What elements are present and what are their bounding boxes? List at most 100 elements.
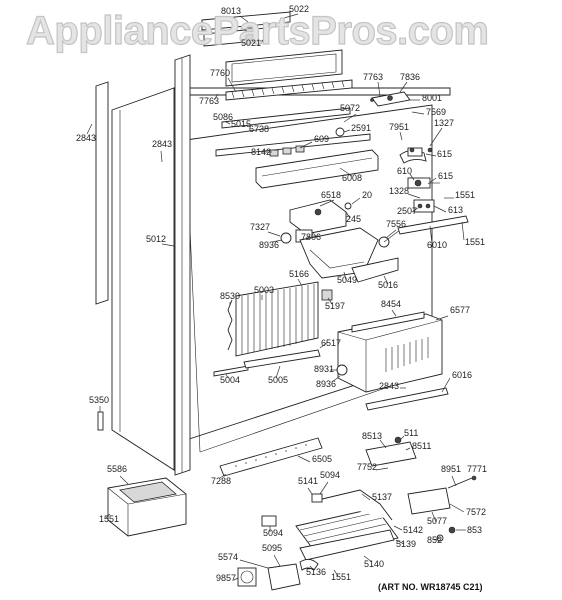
relay-assembly bbox=[407, 177, 440, 189]
kick-plate-dots bbox=[235, 444, 307, 467]
light-strip-hatch bbox=[231, 80, 345, 99]
callout-label: 5022 bbox=[289, 4, 309, 14]
drain-tube bbox=[397, 215, 469, 235]
upper-rail-2 bbox=[215, 133, 371, 157]
light-strip bbox=[225, 79, 353, 101]
callout-label: 5086 bbox=[213, 112, 233, 122]
callout-label: 6517 bbox=[321, 338, 341, 348]
callout-label: 2843 bbox=[152, 139, 172, 149]
lower-trim-2 bbox=[243, 349, 321, 369]
small-bracket bbox=[261, 515, 277, 527]
callout-label: 5139 bbox=[396, 539, 416, 549]
callout-label: 1328 bbox=[389, 186, 409, 196]
callout-label: 5016 bbox=[378, 280, 398, 290]
leader-lines bbox=[86, 13, 466, 581]
callout-label: 2507 bbox=[397, 206, 417, 216]
callout-label: 5021 bbox=[241, 38, 261, 48]
callout-label: 853 bbox=[467, 525, 482, 535]
callout-label: 5142 bbox=[403, 525, 423, 535]
callout-label: 8951 bbox=[441, 464, 461, 474]
cover-seal bbox=[351, 311, 425, 333]
timer-assembly bbox=[399, 147, 433, 164]
left-rail bbox=[95, 81, 109, 305]
callout-label: 511 bbox=[404, 428, 418, 438]
defrost-heater bbox=[227, 299, 233, 351]
callout-label: 5015 bbox=[231, 119, 251, 129]
callout-label: 5136 bbox=[306, 567, 326, 577]
callout-label: 8931 bbox=[314, 364, 334, 374]
callout-label: 8001 bbox=[422, 93, 442, 103]
callout-label: 610 bbox=[397, 166, 412, 176]
motor-bracket bbox=[407, 487, 451, 515]
condenser-fan-shroud bbox=[267, 563, 301, 591]
upper-rail bbox=[221, 107, 351, 129]
callout-label: 1551 bbox=[99, 514, 119, 524]
callout-label: 5574 bbox=[218, 552, 238, 562]
callout-label: 7771 bbox=[467, 464, 487, 474]
callout-label: 5140 bbox=[364, 559, 384, 569]
callout-label: 5137 bbox=[372, 492, 392, 502]
callout-label: 6505 bbox=[312, 454, 332, 464]
callout-label: 7288 bbox=[211, 476, 231, 486]
callout-label: 5141 bbox=[298, 476, 318, 486]
callout-label: 5005 bbox=[268, 375, 288, 385]
control-knobs bbox=[269, 145, 305, 157]
callout-label: 5166 bbox=[289, 269, 309, 279]
callout-label: 1327 bbox=[434, 118, 454, 128]
lower-trim-1 bbox=[213, 365, 249, 377]
callout-label: 8530 bbox=[220, 291, 240, 301]
watermark-text: AppliancePartsPros.com bbox=[26, 9, 489, 53]
callout-label: 7556 bbox=[386, 219, 406, 229]
callout-label: 2843 bbox=[76, 133, 96, 143]
callout-label: 8936 bbox=[259, 240, 279, 250]
condenser-tray bbox=[299, 529, 395, 561]
callout-label: 245 bbox=[346, 214, 361, 224]
cover-vents bbox=[385, 337, 429, 372]
callout-label: 2843 bbox=[379, 381, 399, 391]
thermostat-knob bbox=[335, 127, 345, 137]
callout-label: 5586 bbox=[107, 464, 127, 474]
condenser-fan-motor bbox=[237, 567, 257, 587]
callout-label: 20 bbox=[362, 190, 372, 200]
front-trim-strip bbox=[174, 54, 191, 476]
drain-trough bbox=[351, 257, 399, 283]
evaporator-fins bbox=[241, 284, 315, 354]
machine-cover bbox=[337, 313, 443, 393]
callout-label: 6016 bbox=[452, 370, 472, 380]
top-bracket bbox=[245, 27, 255, 43]
callout-label: 8142 bbox=[251, 147, 271, 157]
callout-label: 5072 bbox=[340, 103, 360, 113]
callout-label: 7763 bbox=[363, 72, 383, 82]
callout-label: 7572 bbox=[466, 507, 486, 517]
callout-label: 1551 bbox=[465, 237, 485, 247]
callout-label: 7760 bbox=[210, 68, 230, 78]
callout-label: 1551 bbox=[455, 190, 475, 200]
callout-label: 7806 bbox=[301, 232, 321, 242]
base-rail bbox=[365, 387, 449, 411]
callout-label: 5095 bbox=[262, 543, 282, 553]
callout-label: 5003 bbox=[254, 285, 274, 295]
callout-label: 7569 bbox=[426, 107, 446, 117]
condenser-tubing bbox=[317, 489, 393, 521]
callout-label: 5004 bbox=[220, 375, 240, 385]
callout-label: 5077 bbox=[427, 516, 447, 526]
fan-bracket bbox=[289, 199, 347, 235]
harness bbox=[447, 477, 473, 489]
callout-label: 5094 bbox=[320, 470, 340, 480]
leveling-screw bbox=[97, 411, 104, 431]
callout-label: 6577 bbox=[450, 305, 470, 315]
evaporator-coil bbox=[235, 281, 319, 357]
callout-label: 852 bbox=[427, 535, 442, 545]
compressor-top bbox=[119, 481, 177, 503]
evap-sensor bbox=[321, 289, 333, 301]
callout-label: 6008 bbox=[342, 173, 362, 183]
callout-label: 2591 bbox=[351, 123, 371, 133]
art-number: (ART NO. WR18745 C21) bbox=[378, 582, 483, 592]
callout-label: 7763 bbox=[199, 96, 219, 106]
compressor-bracket bbox=[365, 441, 417, 467]
callout-label: 7327 bbox=[250, 222, 270, 232]
callout-label: 8454 bbox=[381, 299, 401, 309]
callout-label: 8936 bbox=[316, 379, 336, 389]
callout-label: 5049 bbox=[337, 275, 357, 285]
